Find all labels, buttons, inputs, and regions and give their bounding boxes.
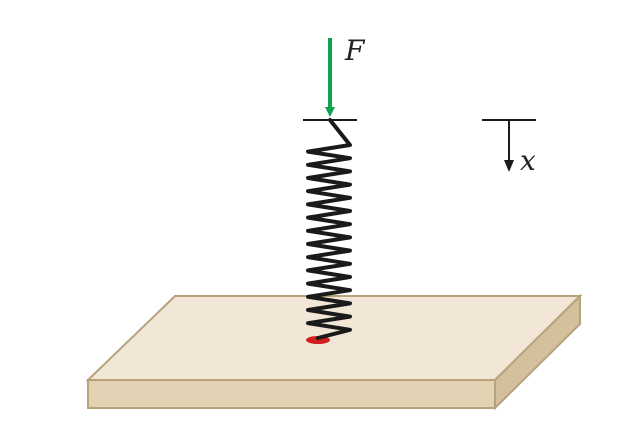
plate-top-face [85,295,583,381]
plate [85,293,583,411]
displacement-arrowhead-icon [504,160,514,172]
displacement-indicator [482,119,536,172]
force-label: F [344,34,366,67]
plate-front-face [87,379,496,409]
spring-coil [306,118,352,340]
displacement-label: x [520,144,536,177]
plate-side-face [494,293,581,411]
